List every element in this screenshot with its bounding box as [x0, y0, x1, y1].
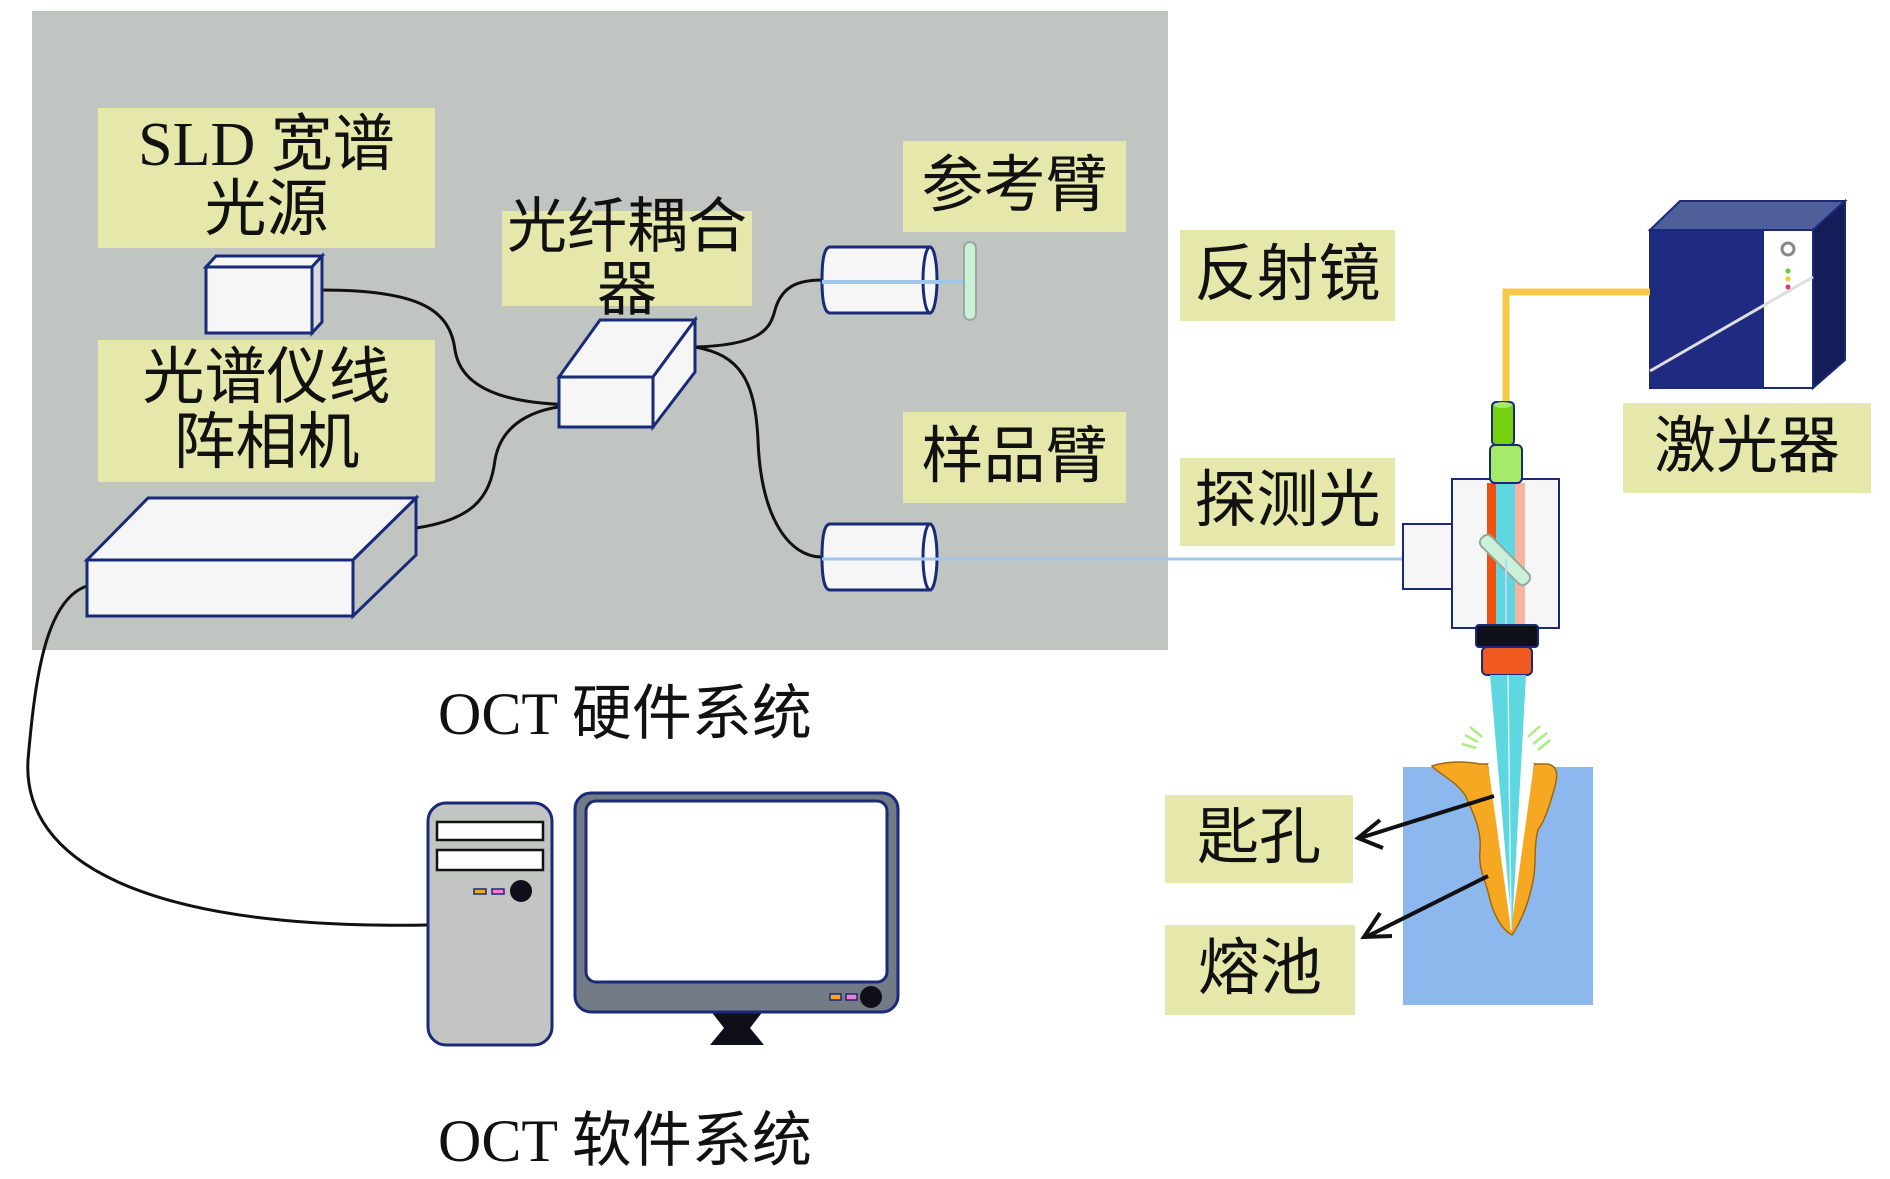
- fiber-coupler-label-text: 光纤耦合器: [507, 193, 747, 323]
- mirror-label: 反射镜: [1180, 230, 1395, 321]
- laser-knob-icon: [1780, 241, 1796, 257]
- fiber-coupler-to-sample: [694, 345, 823, 559]
- sample-arm-label: 样品臂: [903, 412, 1126, 503]
- keyhole-label-text: 匙孔: [1196, 804, 1321, 873]
- melt-pool-arrow: [1360, 874, 1489, 940]
- mirror-label-text: 反射镜: [1194, 240, 1381, 309]
- sample-collimator: [820, 522, 939, 592]
- monitor: [573, 791, 900, 1045]
- reference-arm-label-text: 参考臂: [921, 151, 1108, 220]
- fiber-cables: [26, 278, 823, 927]
- cable-camera-to-computer: [26, 584, 429, 927]
- keyhole-label: 匙孔: [1165, 795, 1353, 883]
- laser-label: 激光器: [1623, 403, 1871, 493]
- laser-delivery-fiber: [1502, 288, 1650, 402]
- software-system-title: OCT 软件系统: [438, 1108, 812, 1174]
- spectrometer-camera-label-line2: 阵相机: [173, 409, 360, 477]
- fiber-coupler-box: [556, 315, 698, 432]
- fiber-camera-to-coupler: [415, 403, 586, 530]
- fiber-sld-to-coupler: [321, 288, 586, 407]
- reference-arm-label: 参考臂: [903, 141, 1126, 232]
- laser-source: [1647, 198, 1848, 391]
- sld-source-label-line1: SLD 宽谱: [138, 110, 395, 179]
- welding-head: [1402, 401, 1560, 700]
- reference-mirror: [963, 241, 977, 321]
- keyhole-arrow: [1354, 794, 1495, 850]
- fiber-coupler-to-reference: [694, 278, 823, 349]
- monitor-screen: [584, 799, 889, 984]
- power-button-icon: [510, 880, 532, 902]
- spectrometer-camera-label: 光谱仪线 阵相机: [98, 340, 435, 482]
- laser-cone: [1490, 675, 1526, 930]
- spatter-marks: [1461, 725, 1551, 751]
- sld-source-box: [202, 252, 326, 337]
- laser-label-text: 激光器: [1653, 413, 1840, 482]
- melt-pool-label-text: 熔池: [1197, 935, 1322, 1004]
- sample-arm-label-text: 样品臂: [921, 422, 1108, 491]
- computer-tower: [426, 801, 554, 1047]
- probe-light-label: 探测光: [1180, 458, 1395, 546]
- probe-light-label-text: 探测光: [1194, 467, 1381, 536]
- sld-source-label: SLD 宽谱 光源: [98, 108, 435, 248]
- melt-pool-label: 熔池: [1165, 925, 1355, 1015]
- spectrometer-camera-label-line1: 光谱仪线: [142, 343, 391, 412]
- fiber-coupler-label: 光纤耦合器: [502, 195, 752, 321]
- hardware-system-title: OCT 硬件系统: [438, 681, 812, 747]
- sld-source-label-line2: 光源: [204, 176, 329, 244]
- spectrometer-camera-box: [83, 494, 420, 620]
